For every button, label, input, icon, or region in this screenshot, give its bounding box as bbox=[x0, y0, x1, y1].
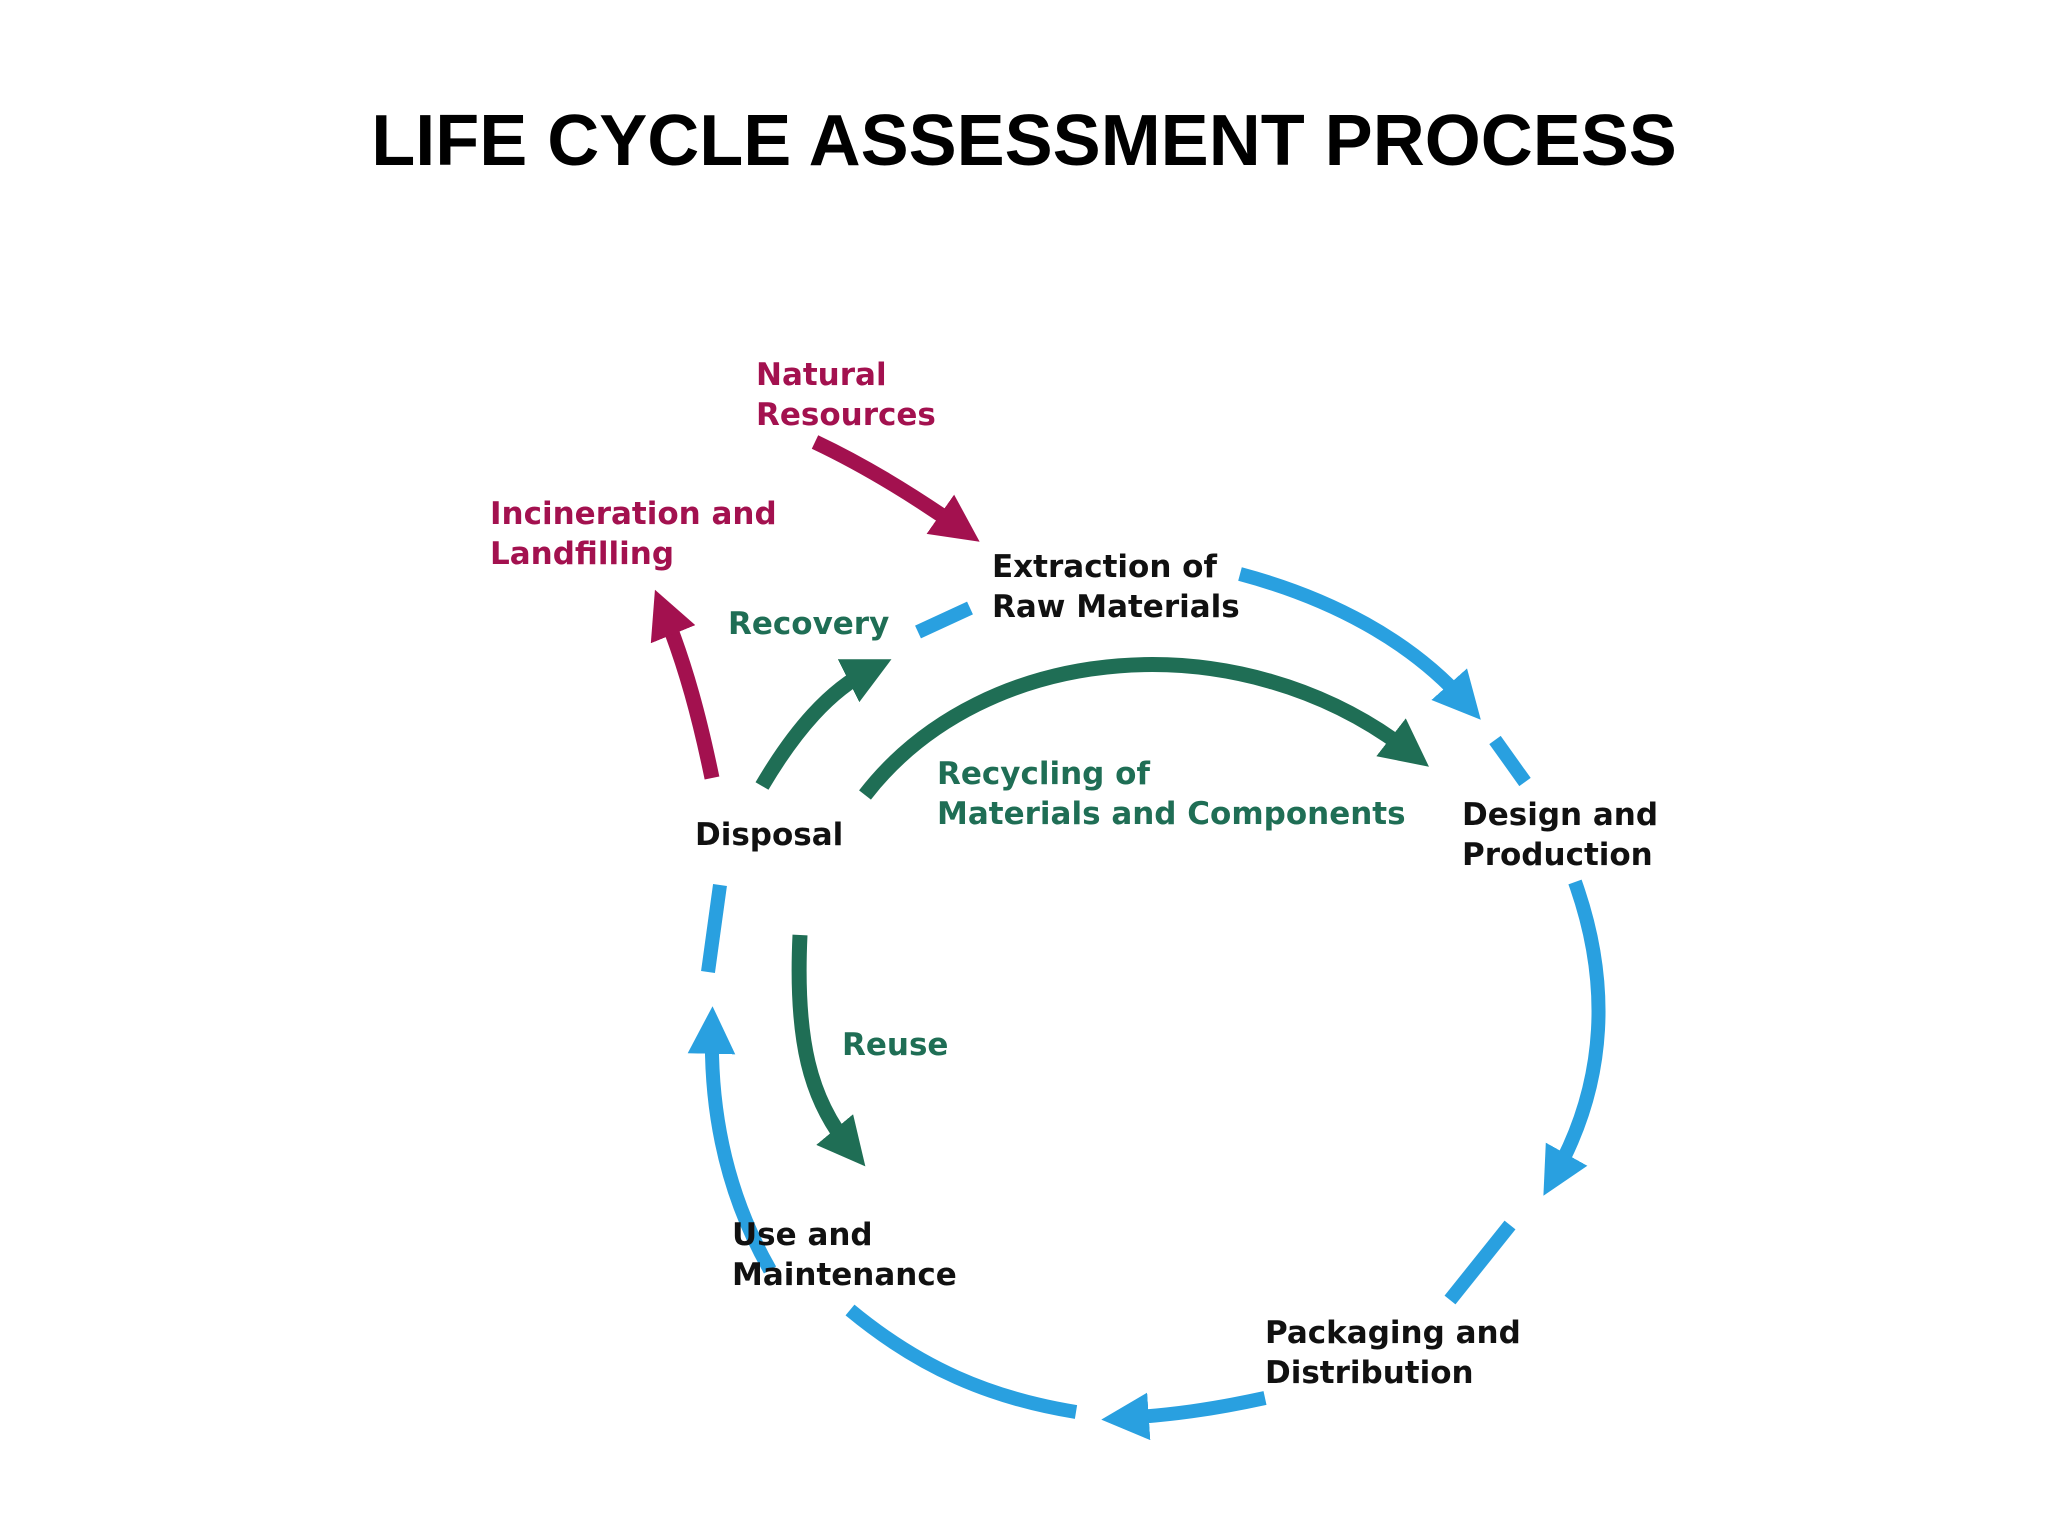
cycle-arrows bbox=[687, 567, 1606, 1441]
resource-arrows bbox=[650, 435, 980, 780]
label-disposal: Disposal bbox=[695, 817, 843, 853]
label-packaging: Packaging and Distribution bbox=[1265, 1315, 1532, 1391]
arrow-reuse bbox=[791, 934, 866, 1167]
arrow-incineration-landfilling bbox=[650, 589, 720, 780]
label-use: Use and Maintenance bbox=[732, 1217, 957, 1293]
cycle-dash-bottom bbox=[845, 1304, 1078, 1419]
cycle-dash-design-top bbox=[1489, 735, 1531, 787]
cycle-dash-packaging-top bbox=[1444, 1220, 1516, 1305]
label-recycling: Recycling of Materials and Components bbox=[937, 756, 1406, 832]
cycle-arrow-extraction-to-design bbox=[1238, 567, 1481, 720]
cycle-arrow-packaging-to-bottom bbox=[1101, 1391, 1267, 1441]
label-incineration: Incineration and Landfilling bbox=[490, 496, 788, 572]
arrow-recovery bbox=[755, 659, 892, 790]
label-extraction: Extraction of Raw Materials bbox=[992, 549, 1240, 625]
loop-arrows bbox=[755, 657, 1429, 1167]
slide-title: LIFE CYCLE ASSESSMENT PROCESS bbox=[371, 101, 1677, 181]
cycle-arrow-design-to-packaging bbox=[1543, 879, 1606, 1196]
arrow-natural-resources bbox=[811, 435, 980, 542]
label-natural-resources: Natural Resources bbox=[756, 357, 936, 433]
label-design: Design and Production bbox=[1462, 797, 1669, 873]
cycle-dash-extraction-left bbox=[915, 601, 973, 639]
label-recovery: Recovery bbox=[728, 606, 889, 642]
cycle-arrow-use-to-disposal bbox=[687, 1006, 777, 1274]
arrow-recycling bbox=[859, 657, 1429, 800]
cycle-dash-disposal-bottom bbox=[701, 884, 727, 973]
label-reuse: Reuse bbox=[842, 1027, 948, 1063]
